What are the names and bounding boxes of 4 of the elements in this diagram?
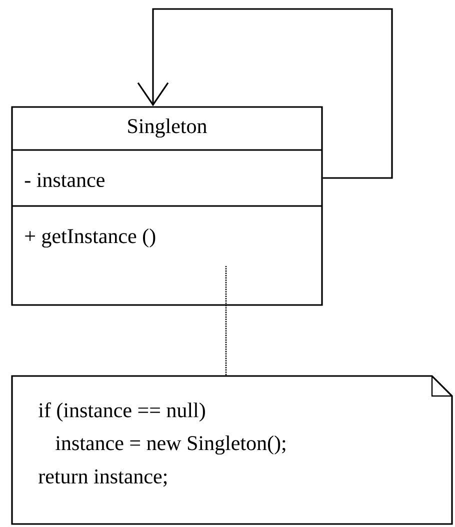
- note-box: if (instance == null) instance = new Singleton(); return instance;: [11, 375, 453, 525]
- class-box: Singleton - instance + getInstance (): [11, 106, 323, 306]
- self-association-arrow: [137, 8, 393, 179]
- note-connector: [225, 266, 227, 376]
